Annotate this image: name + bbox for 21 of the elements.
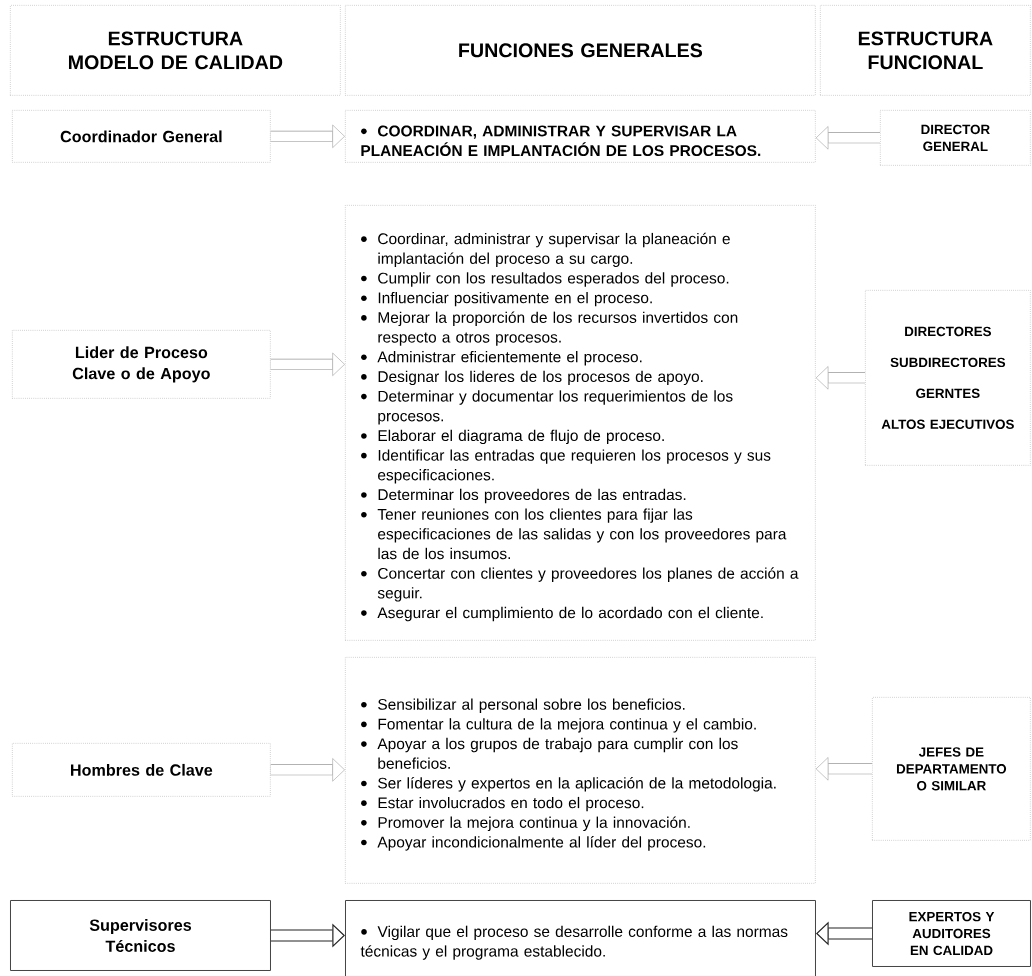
header-box: ESTRUCTURA FUNCIONAL [820, 5, 1031, 96]
block-arrow [270, 758, 345, 782]
role-box: Coordinador General [12, 110, 271, 163]
block-arrow [270, 352, 345, 376]
role-box: Supervisores Técnicos [10, 900, 271, 971]
position-box: EXPERTOS Y AUDITORES EN CALIDAD [872, 900, 1031, 967]
block-arrow [815, 757, 872, 781]
function-list-box: Sensibilizar al personal sobre los beneficios. Fomentar la cultura de la mejora continua y el cambio. Apoyar a los grupos de trabajo para cumplir con los beneficios. Ser líderes y expertos en la aplicación de la metodologia. Estar involucrados en todo el proceso. Promover la mejora continua y la innovación. Apoyar incondicionalmente al líder del proceso. [345, 657, 816, 884]
header-box: ESTRUCTURA MODELO DE CALIDAD [10, 5, 341, 96]
position-box: JEFES DE DEPARTAMENTO O SIMILAR [872, 697, 1031, 841]
role-box: Hombres de Clave [12, 743, 271, 797]
block-arrow [815, 366, 865, 390]
position-box: DIRECTORES SUBDIRECTORES GERNTES ALTOS EJECUTIVOS [865, 290, 1031, 466]
block-arrow [815, 126, 880, 150]
header-box: FUNCIONES GENERALES [345, 5, 816, 96]
function-list-box: Vigilar que el proceso se desarrolle conforme a las normas técnicas y el programa establecido. [345, 900, 816, 976]
function-list-box: COORDINAR, ADMINISTRAR Y SUPERVISAR LA PLANEACIÓN E IMPLANTACIÓN DE LOS PROCESOS. [345, 110, 816, 163]
role-box: Lider de Proceso Clave o de Apoyo [12, 330, 271, 399]
block-arrow [270, 124, 345, 148]
function-list-box: Coordinar, administrar y supervisar la planeación e implantación del proceso a su cargo. Cumplir con los resultados esperados del proceso. Influenciar positivamente en el proceso. Mejorar la proporción de los recursos invertidos con respecto a otros procesos. Administrar eficientemente el proceso. Designar los lideres de los procesos de apoyo. Determinar y documentar los requerimientos de los procesos. Elaborar el diagrama de flujo de proceso. Identificar las entradas que requieren los procesos y sus especificaciones. Determinar los proveedores de las entradas. Tener reuniones con los clientes para fijar las especificaciones de las salidas y con los proveedores para las de los insumos. Concertar con clientes y proveedores los planes de acción a seguir. Asegurar el cumplimiento de lo acordado con el cliente. [345, 205, 816, 641]
position-box: DIRECTOR GENERAL [880, 110, 1031, 166]
